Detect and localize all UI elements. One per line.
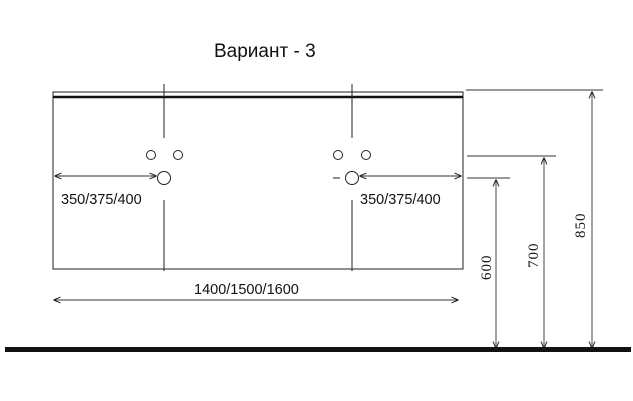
- height-850-label: 850: [573, 213, 589, 239]
- height-600-label: 600: [479, 255, 495, 281]
- diagram-title: Вариант - 3: [214, 41, 316, 62]
- right-tap-hole-2: [361, 150, 371, 160]
- left-offset-label: 350/375/400: [61, 192, 142, 208]
- left-tap-hole-2: [173, 150, 183, 160]
- cabinet-body: [52, 91, 464, 270]
- left-drain-hole: [157, 171, 171, 185]
- right-tap-hole-1: [333, 150, 343, 160]
- floor-line: [5, 347, 631, 352]
- height-700-label: 700: [526, 243, 542, 269]
- left-basin-marks: [146, 84, 183, 271]
- extension-lines: [466, 89, 603, 179]
- right-drain-hole: [345, 171, 359, 185]
- right-offset-label: 350/375/400: [360, 192, 441, 208]
- left-tap-hole-1: [146, 150, 156, 160]
- total-width-label: 1400/1500/1600: [194, 282, 299, 298]
- right-basin-marks: [333, 84, 371, 271]
